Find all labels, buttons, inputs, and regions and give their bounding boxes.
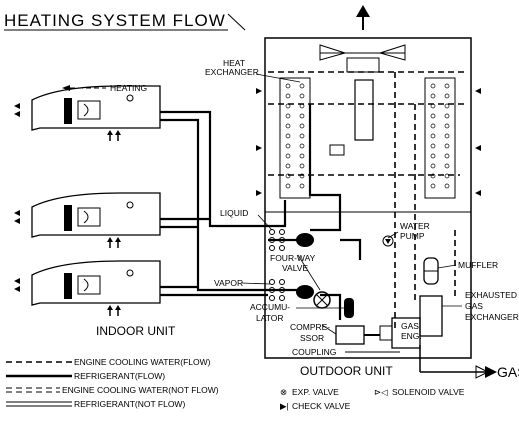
indoor-unit-3 <box>14 260 161 316</box>
symbol-legend: ⊗ EXP. VALVE ⊳◁ SOLENOID VALVE ▶| CHECK … <box>280 387 465 411</box>
coupling-label: COUPLING <box>292 347 336 357</box>
svg-text:ENGINE COOLING WATER(NOT FLOW): ENGINE COOLING WATER(NOT FLOW) <box>62 385 219 395</box>
indoor-unit-2 <box>14 192 161 248</box>
title-slash <box>227 13 246 31</box>
exhausted-label-1: EXHAUSTED <box>465 290 517 300</box>
exhausted-gas-exchanger <box>419 295 443 337</box>
exhausted-label-2: GAS <box>465 301 483 311</box>
exp-valve-symbol-label: EXP. VALVE <box>292 387 339 397</box>
valve-cluster <box>269 229 285 301</box>
check-valve-symbol: ▶| <box>280 401 289 411</box>
water-pump-label-2: PUMP <box>400 231 425 241</box>
water-pump-icon <box>382 235 394 247</box>
muffler <box>423 257 439 285</box>
four-way-label-2: VALVE <box>282 263 308 273</box>
compressor-label-2: SSOR <box>300 333 324 343</box>
accumulator <box>344 298 354 318</box>
exhausted-label-3: EXCHANGER <box>465 312 519 322</box>
legend: ENGINE COOLING WATER(FLOW) REFRIGERANT(F… <box>6 357 219 409</box>
exp-valve-symbol: ⊗ <box>280 387 287 397</box>
liquid-receiver <box>296 233 314 247</box>
accumulator-label-2: LATOR <box>256 313 284 323</box>
legend-item-cooling-not-flow: ENGINE COOLING WATER(NOT FLOW) <box>6 385 219 395</box>
check-valve-symbol-label: CHECK VALVE <box>292 401 351 411</box>
liquid-label: LIQUID <box>220 208 248 218</box>
outdoor-unit-label: OUTDOOR UNIT <box>300 364 393 378</box>
gas-supply-line <box>419 345 497 379</box>
heating-arrow <box>62 85 106 91</box>
heat-exchanger-label-1: HEAT <box>223 58 245 68</box>
gas-eng-label-2: ENG. <box>401 331 422 341</box>
indoor-unit-label: INDOOR UNIT <box>96 324 176 338</box>
cooling-water-lines <box>268 71 468 330</box>
solenoid-valve-symbol-label: SOLENOID VALVE <box>392 387 465 397</box>
legend-item-cooling-flow: ENGINE COOLING WATER(FLOW) <box>6 357 211 367</box>
vapor-label: VAPOR <box>214 278 243 288</box>
gas-label: GAS <box>497 364 519 380</box>
svg-text:REFRIGERANT(FLOW): REFRIGERANT(FLOW) <box>74 371 165 381</box>
compressor-label-1: COMPRE- <box>290 322 330 332</box>
fan-icon <box>319 44 406 73</box>
heat-exchanger-coil-left <box>279 77 311 199</box>
svg-text:ENGINE COOLING WATER(FLOW): ENGINE COOLING WATER(FLOW) <box>74 357 211 367</box>
accumulator-label-1: ACCUMU- <box>250 302 290 312</box>
svg-text:REFRIGERANT(NOT FLOW): REFRIGERANT(NOT FLOW) <box>74 399 185 409</box>
indoor-unit-1 <box>14 85 161 141</box>
label-leaders <box>241 73 462 335</box>
four-way-label-1: FOUR-WAY <box>270 253 316 263</box>
air-intake-arrows <box>256 88 481 196</box>
plate-heat-exchanger <box>354 79 374 141</box>
vapor-header <box>296 285 314 299</box>
heat-exchanger-coil-right <box>424 77 456 199</box>
outdoor-unit-frame <box>264 37 472 359</box>
diagram-title: HEATING SYSTEM FLOW <box>4 11 226 30</box>
legend-item-refrigerant-not-flow: REFRIGERANT(NOT FLOW) <box>6 399 185 409</box>
water-pump-label-1: WATER <box>400 221 430 231</box>
exhaust-up-arrow <box>356 5 370 30</box>
gas-engine <box>379 317 421 349</box>
reservoir-tank <box>329 144 345 156</box>
legend-item-refrigerant-flow: REFRIGERANT(FLOW) <box>6 371 165 381</box>
solenoid-valve-symbol: ⊳◁ <box>374 387 388 397</box>
muffler-label: MUFFLER <box>458 260 498 270</box>
compressor <box>335 325 380 345</box>
heat-exchanger-label-2: EXCHANGER <box>205 67 259 77</box>
gas-eng-label-1: GAS <box>401 321 419 331</box>
indoor-exp-valve-icons <box>126 94 134 277</box>
heating-label: HEATING <box>110 83 147 93</box>
